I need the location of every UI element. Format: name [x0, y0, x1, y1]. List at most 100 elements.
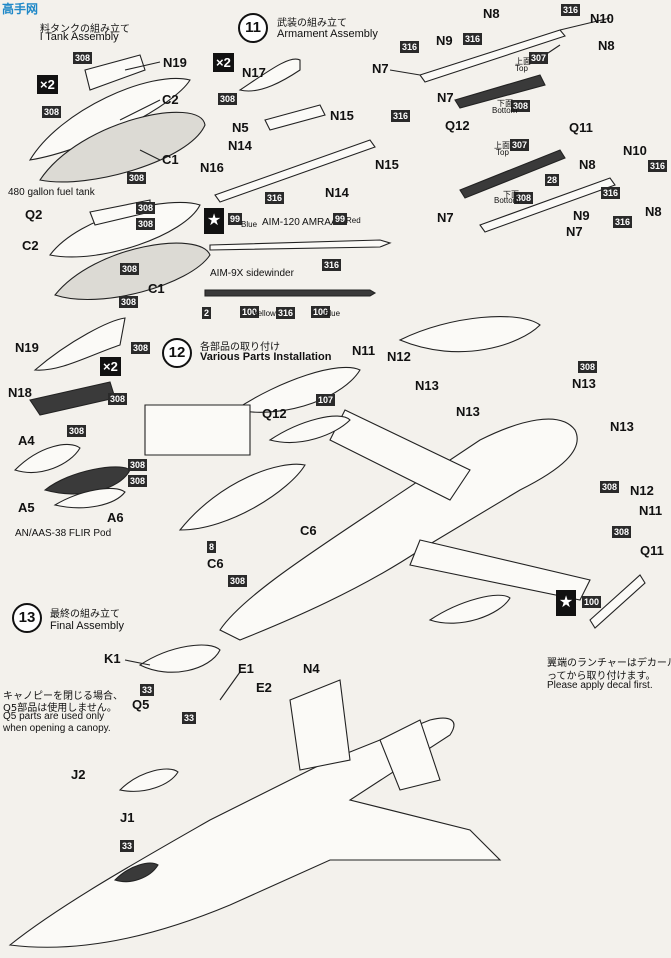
step-10-title-jp: 料タンクの組み立て — [40, 24, 130, 35]
paint-code: 2 — [202, 307, 212, 319]
paint-code: 308 — [228, 575, 248, 587]
paint-code: 308 — [511, 100, 531, 112]
step-12-number: 12 — [162, 338, 192, 368]
watermark: 高手网 — [2, 2, 39, 16]
sublabel-top-en: Top — [515, 64, 528, 73]
part-label: N8 — [579, 157, 596, 172]
aircraft-final-assembly — [8, 717, 502, 948]
part-label: N19 — [15, 340, 39, 355]
part-label: E1 — [238, 661, 254, 676]
part-label: N12 — [630, 483, 654, 498]
paint-code: 308 — [131, 342, 151, 354]
part-label: K1 — [104, 651, 121, 666]
sublabel-bottom-en: Bottom — [492, 106, 518, 115]
note-sidewinder: AIM-9X sidewinder — [210, 268, 294, 279]
paint-code: 308 — [218, 93, 238, 105]
step-11-title-jp: 武装の組み立て — [277, 18, 347, 29]
paint-code: 316 — [322, 259, 342, 271]
paint-code: 308 — [600, 481, 620, 493]
paint-code: 308 — [73, 52, 93, 64]
step-10-title-en: l Tank Assembly — [40, 31, 119, 43]
part-label: N13 — [415, 378, 439, 393]
part-label: N13 — [610, 419, 634, 434]
note-canopy-jp-2: Q5部品は使用しません。 — [3, 703, 117, 714]
paint-code: 28 — [545, 174, 560, 186]
paint-code: 99 — [333, 213, 348, 225]
part-label: N11 — [639, 503, 663, 518]
step-11-number: 11 — [238, 13, 268, 43]
part-label: N7 — [372, 61, 389, 76]
note-canopy-en-1: Q5 parts are used only — [3, 711, 105, 722]
part-label: N8 — [645, 204, 662, 219]
multiplier-badge: ×2 — [37, 75, 58, 94]
paint-code: 308 — [128, 475, 148, 487]
paint-code: 308 — [119, 296, 139, 308]
part-label: N16 — [200, 160, 224, 175]
part-label: N13 — [572, 376, 596, 391]
paint-code: 316 — [391, 110, 411, 122]
part-label: N14 — [228, 138, 252, 153]
sublabel-blue: Blue — [324, 309, 341, 318]
paint-code: 308 — [136, 202, 156, 214]
part-label: C6 — [300, 523, 317, 538]
paint-code: 316 — [400, 41, 420, 53]
multiplier-badge: ×2 — [213, 53, 234, 72]
star-insignia-icon: ★ — [204, 208, 224, 234]
part-label: N8 — [598, 38, 615, 53]
part-label: C2 — [162, 92, 179, 107]
sublabel-yellow: Yellow — [253, 309, 276, 318]
paint-code: 8 — [207, 541, 217, 553]
paint-code: 100 — [240, 306, 260, 318]
paint-code: 33 — [182, 712, 197, 724]
part-label: Q11 — [569, 120, 593, 135]
part-label: Q2 — [25, 207, 43, 222]
paint-code: 308 — [67, 425, 87, 437]
paint-code: 33 — [120, 840, 135, 852]
paint-code: 308 — [108, 393, 128, 405]
paint-code: 308 — [578, 361, 598, 373]
paint-code: 316 — [648, 160, 668, 172]
sublabel-bottom-jp: 下面 — [503, 190, 519, 199]
part-label: N7 — [566, 224, 583, 239]
part-label: N12 — [387, 349, 411, 364]
part-label: C2 — [22, 238, 39, 253]
paint-code: 308 — [612, 526, 632, 538]
part-label: Q5 — [132, 697, 150, 712]
part-label: N17 — [242, 65, 266, 80]
part-label: N5 — [232, 120, 249, 135]
note-decal-jp-2: ってから取り付けます。 — [547, 671, 656, 682]
part-label: N14 — [325, 185, 349, 200]
step-13-title-en: Final Assembly — [50, 620, 124, 632]
part-label: A4 — [18, 433, 35, 448]
sublabel-top-jp: 上面 — [515, 57, 531, 66]
part-label: N9 — [436, 33, 453, 48]
part-label: N19 — [163, 55, 187, 70]
part-label: Q11 — [640, 543, 664, 558]
step-13-number: 13 — [12, 603, 42, 633]
paint-code: 316 — [601, 187, 621, 199]
paint-code: 316 — [613, 216, 633, 228]
note-amraam: AIM-120 AMRAAM — [262, 217, 346, 228]
paint-code: 107 — [316, 394, 336, 406]
sublabel-bottom-jp: 下面 — [497, 99, 513, 108]
part-label: N8 — [483, 6, 500, 21]
part-label: C6 — [207, 556, 224, 571]
note-decal-jp-1: 翼端のランチャーはデカールを貼 — [547, 658, 671, 669]
aircraft-fuselage-step12 — [219, 418, 578, 641]
part-label: N15 — [330, 108, 354, 123]
sublabel-red: Red — [346, 216, 361, 225]
paint-code: 308 — [136, 218, 156, 230]
step-12-title-jp: 各部品の取り付け — [200, 342, 280, 353]
star-insignia-icon: ★ — [556, 590, 576, 616]
paint-code: 308 — [514, 192, 534, 204]
paint-code: 308 — [120, 263, 140, 275]
note-canopy-en-2: when opening a canopy. — [3, 723, 111, 734]
paint-code: 100 — [582, 596, 602, 608]
part-label: N15 — [375, 157, 399, 172]
paint-code: 316 — [265, 192, 285, 204]
part-label: C1 — [148, 281, 165, 296]
paint-code: 316 — [276, 307, 296, 319]
note-decal-en: Please apply decal first. — [547, 680, 653, 691]
part-label: E2 — [256, 680, 272, 695]
part-label: N9 — [573, 208, 590, 223]
